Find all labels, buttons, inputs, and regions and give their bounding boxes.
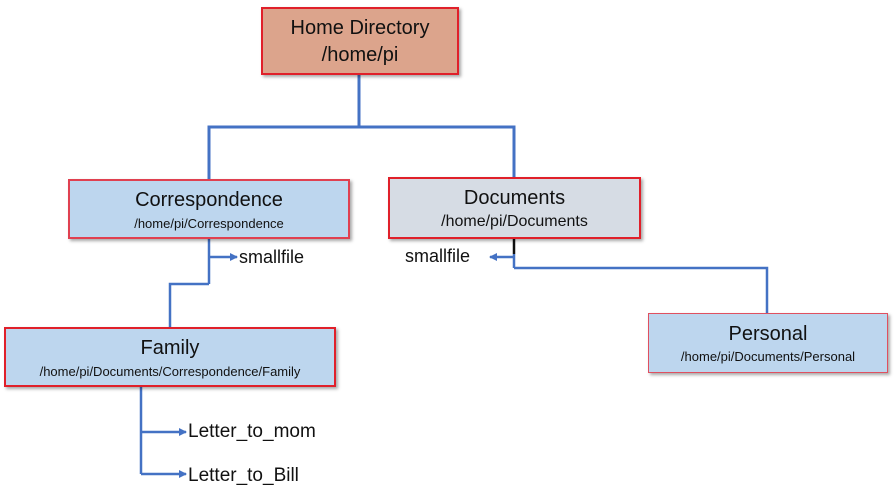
node-family-title: Family xyxy=(140,337,200,359)
file-correspondence-smallfile: smallfile xyxy=(239,247,305,267)
connector-documents-to-personal xyxy=(514,266,769,313)
node-documents-title: Documents xyxy=(463,187,566,209)
connector-correspondence-to-family xyxy=(168,282,209,327)
node-correspondence-title: Correspondence xyxy=(135,189,283,211)
connector-home-to-documents xyxy=(359,125,516,177)
node-personal-title: Personal xyxy=(728,323,808,345)
connector-home-to-correspondence xyxy=(207,125,359,179)
node-documents: Documents /home/pi/Documents xyxy=(388,177,641,239)
node-home-path: /home/pi xyxy=(321,44,399,66)
node-home-title: Home Directory xyxy=(290,17,430,39)
node-home-directory: Home Directory /home/pi xyxy=(261,7,459,75)
node-family-path: /home/pi/Documents/Correspondence/Family xyxy=(39,364,301,379)
node-personal: Personal /home/pi/Documents/Personal xyxy=(648,313,888,373)
node-personal-path: /home/pi/Documents/Personal xyxy=(680,349,856,364)
node-correspondence-path: /home/pi/Correspondence xyxy=(134,216,284,231)
file-documents-smallfile: smallfile xyxy=(405,246,471,266)
file-letter-to-bill: Letter_to_Bill xyxy=(188,465,299,486)
node-family: Family /home/pi/Documents/Correspondence… xyxy=(4,327,336,387)
file-letter-to-mom: Letter_to_mom xyxy=(188,421,316,442)
node-documents-path: /home/pi/Documents xyxy=(441,213,588,230)
node-correspondence: Correspondence /home/pi/Correspondence xyxy=(68,179,350,239)
